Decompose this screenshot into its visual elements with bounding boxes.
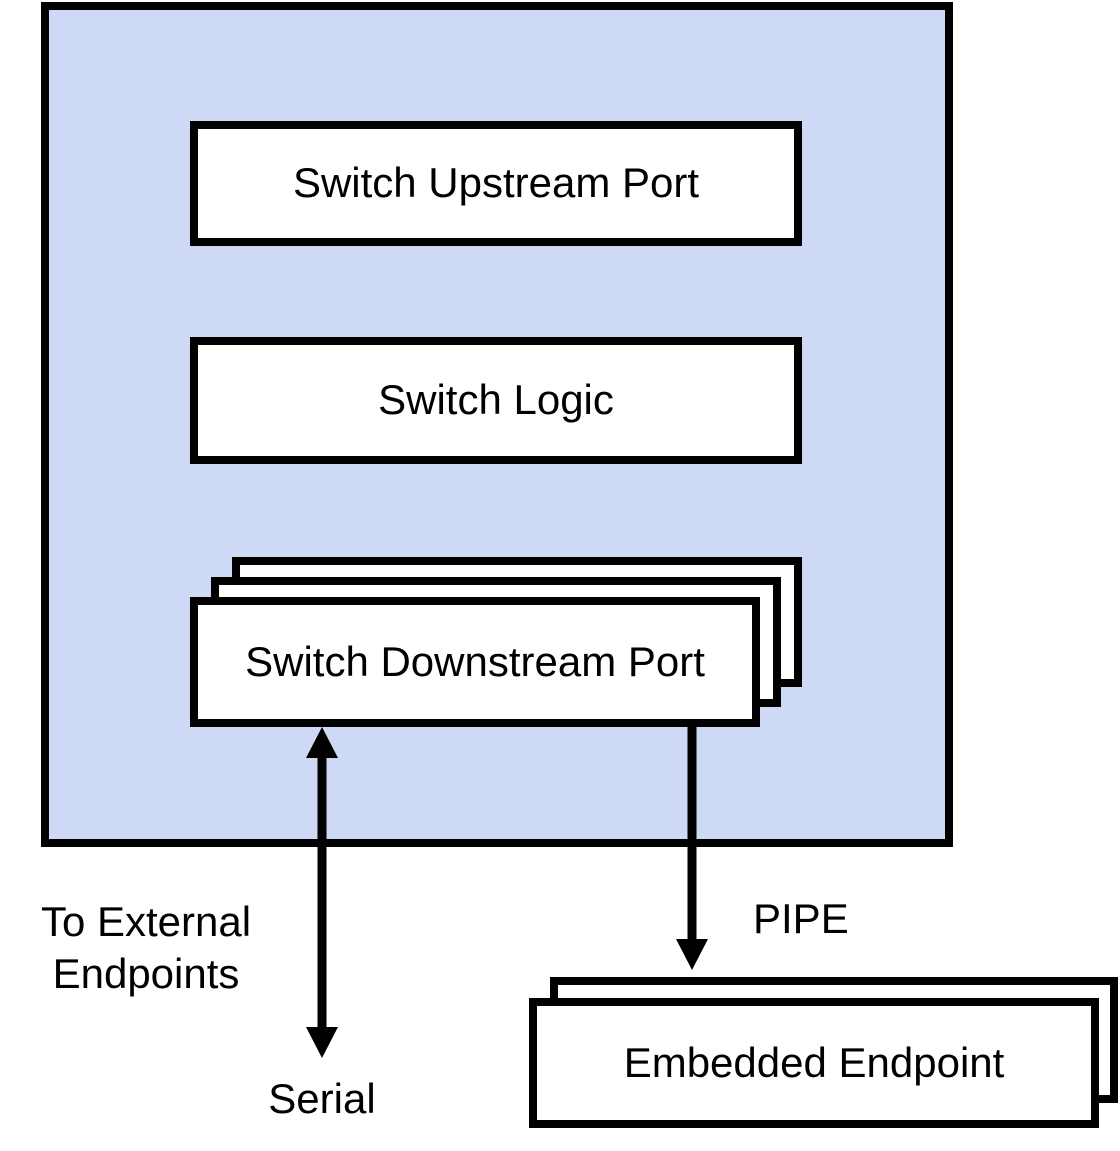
- serial-label: Serial: [268, 1075, 376, 1122]
- embedded-endpoint-box-front: Embedded Endpoint: [529, 998, 1099, 1128]
- pipe-label: PIPE: [753, 895, 849, 942]
- switch-logic-label: Switch Logic: [378, 376, 614, 424]
- to-external-endpoints-line2: Endpoints: [52, 950, 240, 997]
- switch-downstream-port-box-front: Switch Downstream Port: [190, 597, 760, 727]
- serial-arrowhead-down: [306, 1027, 338, 1058]
- pipe-arrowhead-down: [676, 939, 708, 970]
- to-external-endpoints-line1: To External: [40, 898, 252, 945]
- to-external-endpoints-label: To External Endpoints: [20, 896, 272, 1000]
- switch-logic-box: Switch Logic: [190, 337, 802, 464]
- switch-upstream-port-label: Switch Upstream Port: [292, 159, 700, 207]
- switch-downstream-port-label: Switch Downstream Port: [245, 637, 705, 685]
- switch-upstream-port-box: Switch Upstream Port: [190, 121, 802, 246]
- embedded-endpoint-label: Embedded Endpoint: [623, 1038, 1005, 1086]
